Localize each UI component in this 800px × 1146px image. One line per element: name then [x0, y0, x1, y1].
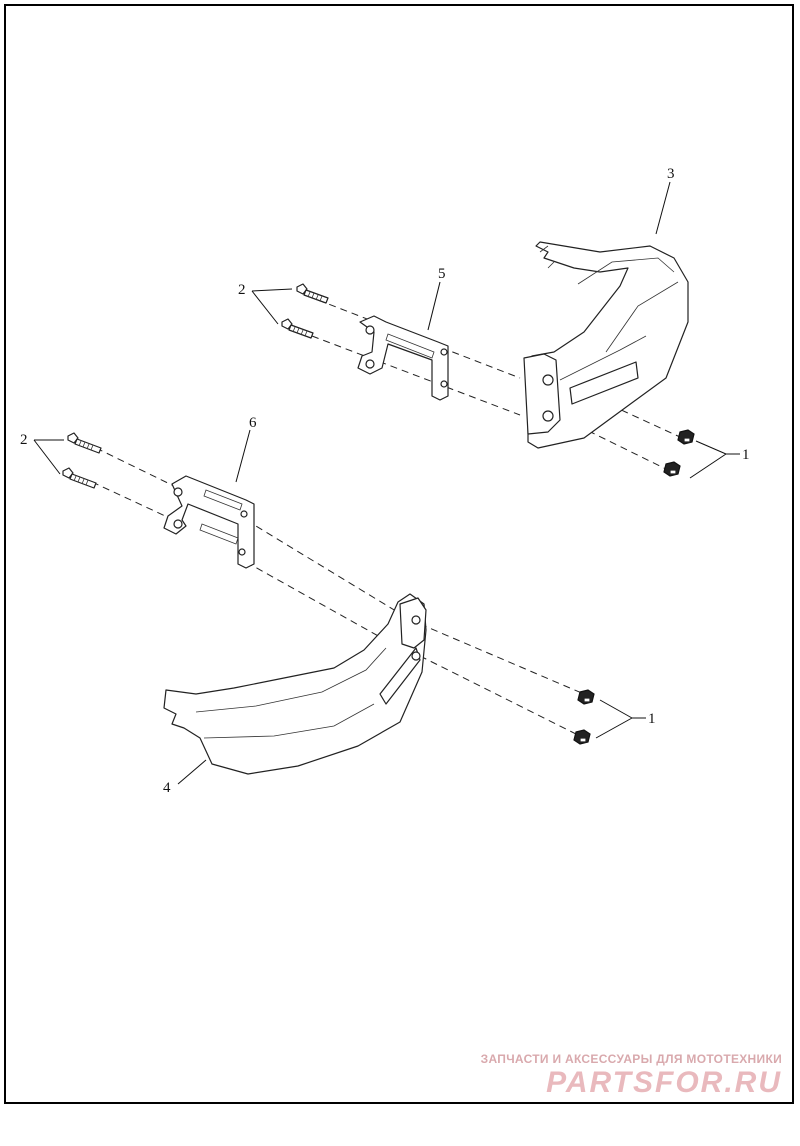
bolt-lower-b — [573, 729, 591, 745]
callout-4: 4 — [163, 780, 171, 796]
screw-lower-b — [62, 467, 97, 489]
callout-5: 5 — [438, 266, 446, 282]
screw-upper-b — [281, 318, 314, 339]
handguard-left — [163, 593, 427, 775]
bolt-upper-a — [677, 429, 695, 445]
watermark-tagline: ЗАПЧАСТИ И АКСЕССУАРЫ ДЛЯ МОТОТЕХНИКИ — [480, 1052, 782, 1066]
callout-1-upper: 1 — [742, 447, 750, 463]
bracket-right — [357, 315, 449, 401]
screw-lower-a — [67, 432, 102, 454]
callout-1-lower: 1 — [648, 711, 656, 727]
drawing-frame — [4, 4, 794, 1104]
callout-6: 6 — [249, 415, 257, 431]
handguard-right — [523, 241, 689, 449]
callout-2-upper: 2 — [238, 282, 246, 298]
watermark-logo: PARTSFOR.RU — [546, 1066, 782, 1099]
bracket-left — [163, 475, 255, 569]
assembly-lines — [91, 299, 681, 737]
screw-upper-a — [296, 283, 329, 304]
callout-3: 3 — [667, 166, 675, 182]
bolt-upper-b — [663, 461, 681, 477]
watermark: ЗАПЧАСТИ И АКСЕССУАРЫ ДЛЯ МОТОТЕХНИКИ PA… — [481, 1052, 782, 1100]
callout-2-lower: 2 — [20, 432, 28, 448]
bolt-lower-a — [577, 689, 595, 705]
leader-lines — [33, 181, 740, 785]
